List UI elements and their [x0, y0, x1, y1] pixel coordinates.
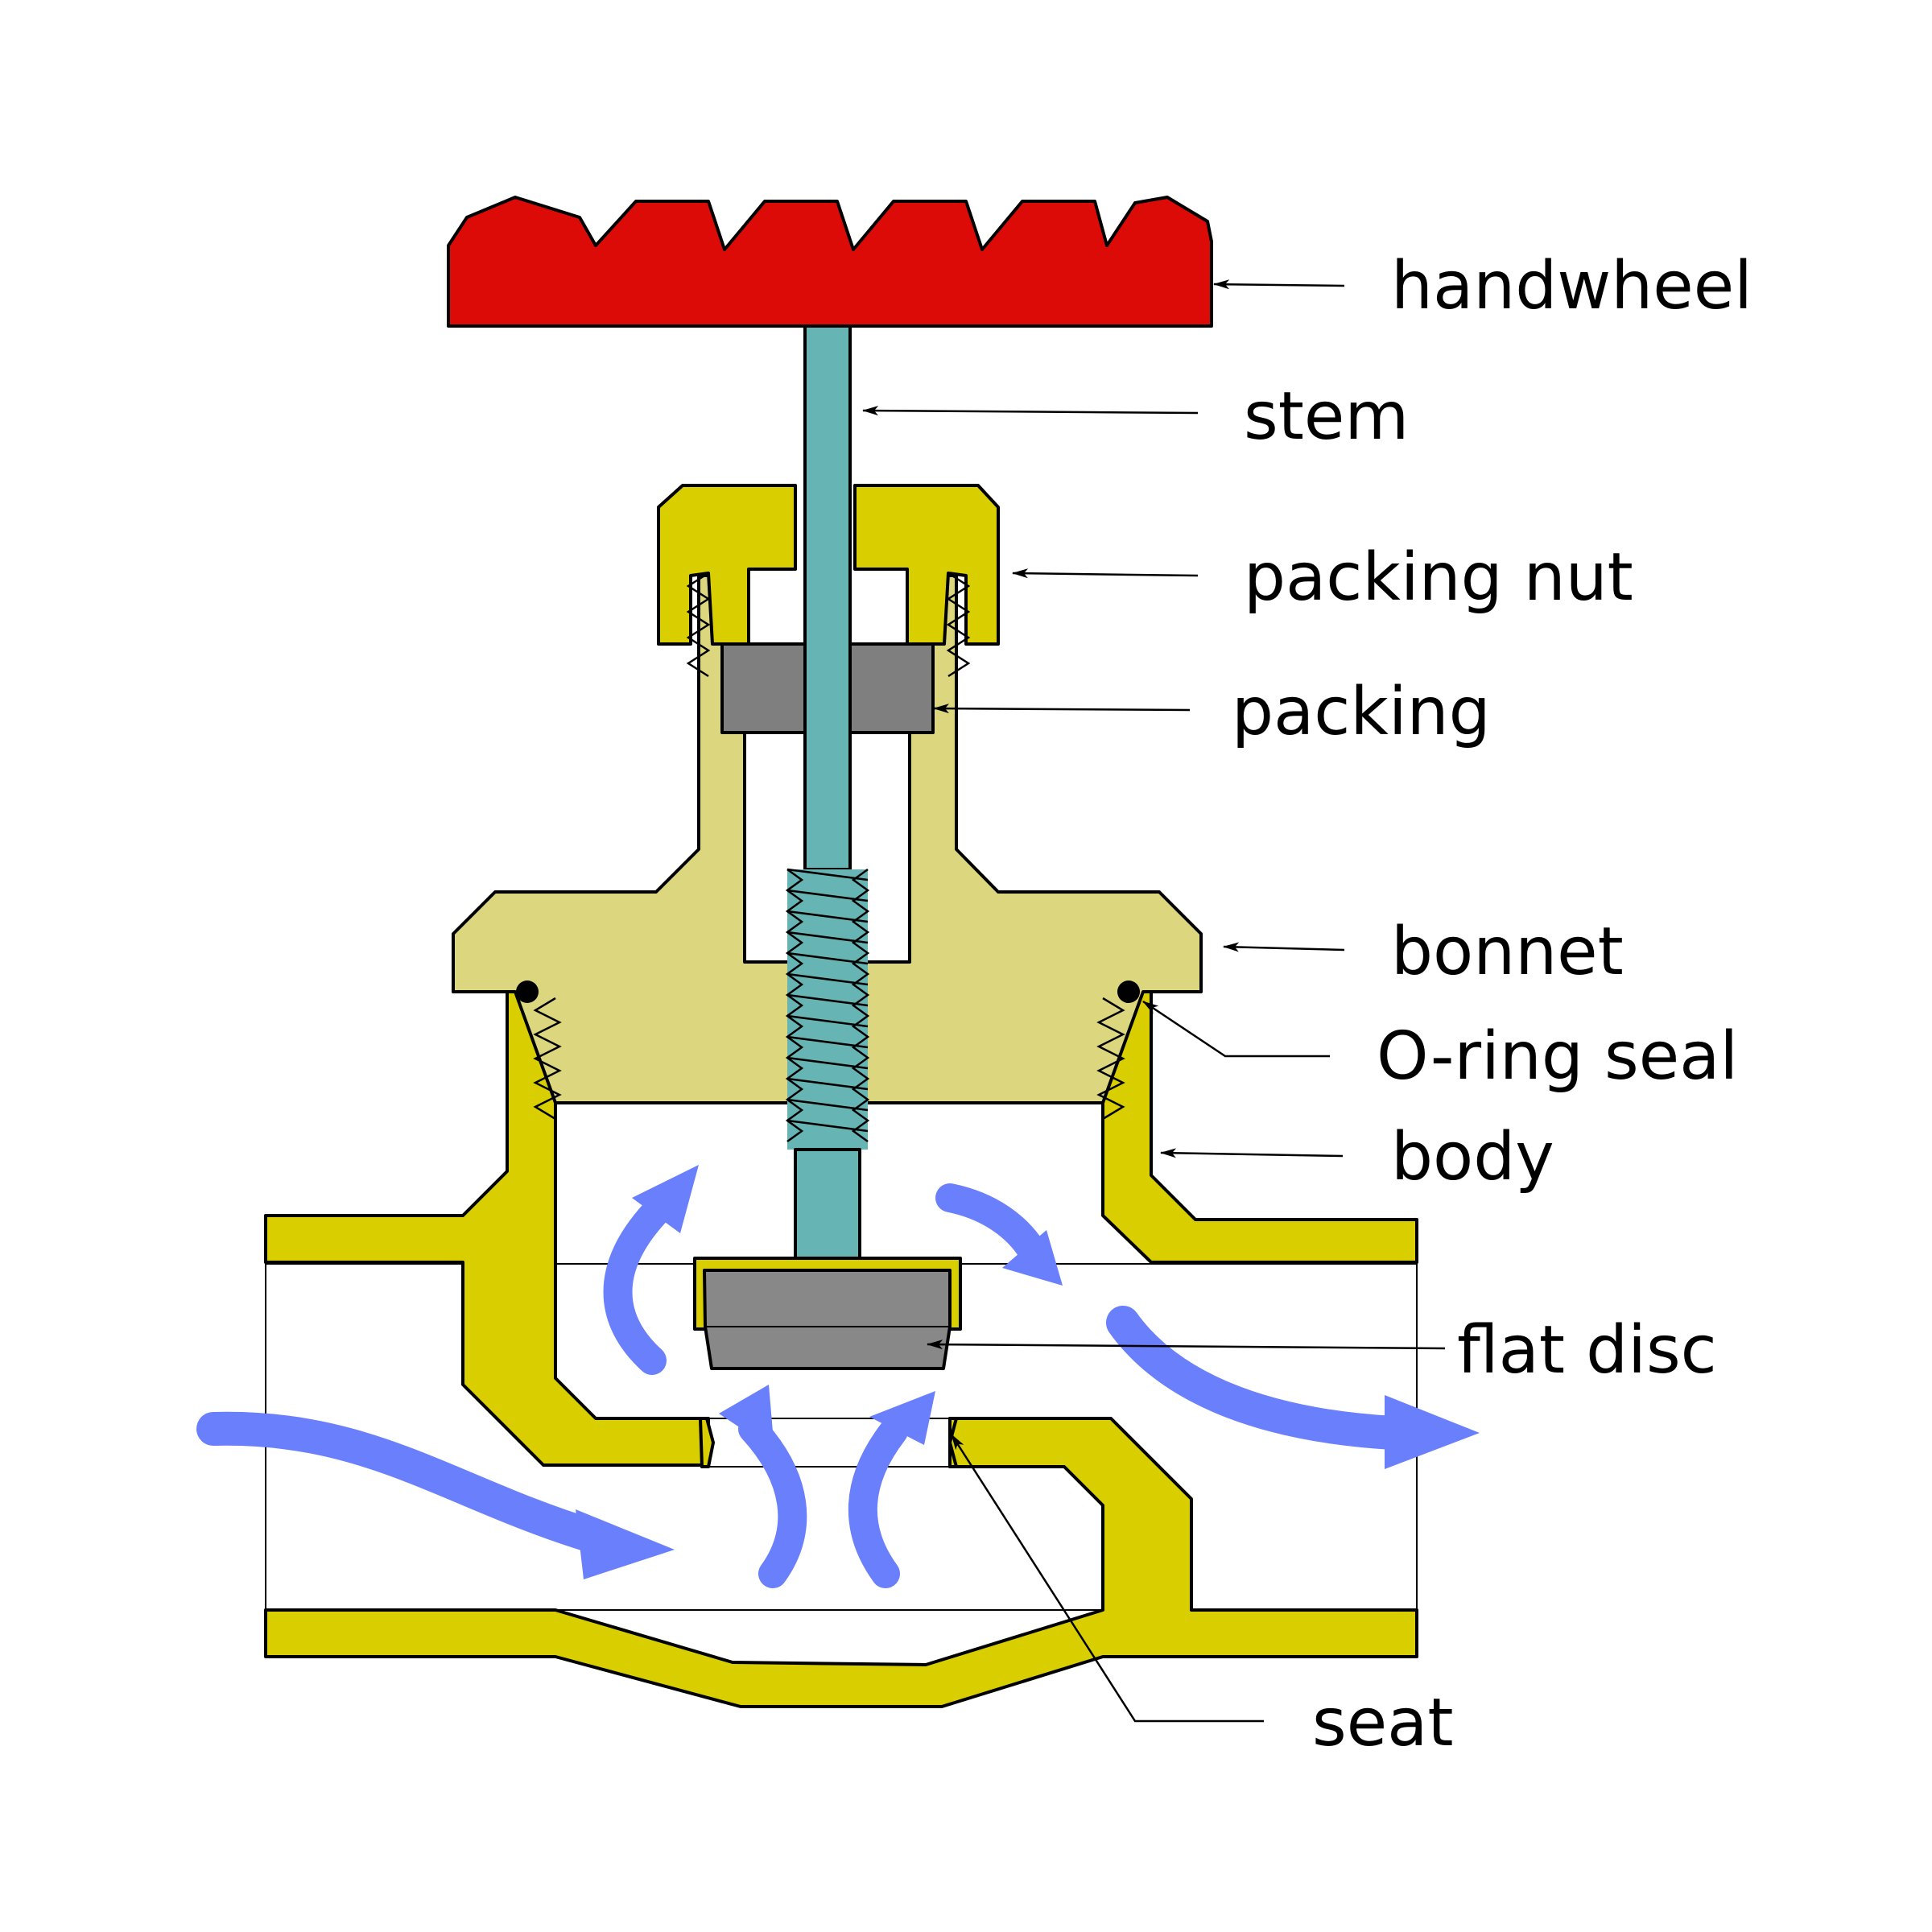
stem-thread-line: [786, 868, 869, 881]
stem-upper: [803, 320, 852, 871]
stem-thread-line: [786, 1119, 869, 1133]
leader-body: [1160, 1148, 1344, 1158]
label-packing: packing: [1232, 674, 1491, 750]
flow-arrow-left-up-head: [632, 1165, 699, 1233]
leader-flat-disc: [927, 1340, 1446, 1350]
bonnet-thread-left: [533, 997, 562, 1121]
leader-stem: [862, 406, 1199, 416]
flow-arrow-up-1-head: [719, 1385, 774, 1451]
leader-seat: [950, 1434, 1264, 1723]
leader-packing: [933, 704, 1191, 714]
flow-arrow-right-down: [935, 1183, 1047, 1266]
leader-handwheel: [1213, 279, 1345, 290]
flow-arrow-up-1: [738, 1414, 807, 1588]
nut-thread-left: [686, 572, 711, 678]
seat-lip-right: [948, 1417, 958, 1468]
stem: [785, 320, 870, 1260]
label-flat-disc: flat disc: [1457, 1312, 1717, 1389]
bonnet: [452, 574, 1203, 1121]
label-bonnet: bonnet: [1391, 914, 1624, 990]
stem-thread-line: [786, 972, 869, 986]
body-partition: [264, 1417, 1418, 1708]
stem-thread-line: [786, 1098, 869, 1112]
stem-thread-line: [786, 1056, 869, 1070]
flow-arrow-up-2-head: [869, 1391, 935, 1445]
stem-thread-line: [786, 1035, 869, 1049]
label-seat: seat: [1312, 1685, 1454, 1761]
flow-arrow-inlet: [196, 1411, 609, 1553]
flow-arrow-inlet-head: [576, 1509, 675, 1579]
flat-disc: [693, 1257, 962, 1370]
flow-arrows: [196, 1165, 1480, 1588]
stem-thread-line: [786, 993, 869, 1007]
o-ring-left: [516, 980, 539, 1003]
stem-thread-line: [786, 952, 869, 965]
label-o-ring-seal: O-ring seal: [1377, 1018, 1738, 1095]
nut-thread-right: [946, 572, 971, 678]
packing-nut: [657, 484, 1000, 678]
stem-thread-line: [786, 1077, 869, 1091]
leader-packing-nut: [1012, 568, 1199, 579]
flow-arrow-outlet-head: [1385, 1395, 1480, 1469]
flow-arrow-right-down-head: [1002, 1230, 1063, 1286]
bonnet-thread-right: [1096, 997, 1125, 1121]
leader-lines: [862, 279, 1446, 1723]
handwheel: [447, 196, 1213, 328]
packing-nut-left: [657, 484, 797, 646]
leader-o-ring-seal: [1142, 1000, 1330, 1058]
stem-thread-line: [786, 1014, 869, 1028]
label-packing-nut: packing nut: [1244, 539, 1633, 616]
flow-arrow-left-up: [603, 1197, 671, 1375]
disc: [703, 1269, 952, 1370]
stem-thread: [785, 868, 870, 1150]
o-ring-right: [1117, 980, 1140, 1003]
flow-arrow-outlet: [1106, 1306, 1410, 1450]
stem-thread-line: [786, 889, 869, 902]
stem-thread-line: [786, 910, 869, 923]
leader-bonnet: [1223, 942, 1345, 952]
stem-thread-line: [786, 931, 869, 944]
flow-arrow-up-2: [848, 1417, 908, 1588]
seat-lip-left: [699, 1417, 715, 1468]
body-left-wall: [264, 989, 710, 1467]
label-handwheel: handwheel: [1391, 248, 1752, 324]
bonnet-shape: [452, 574, 1203, 1104]
body-right-wall: [1101, 989, 1418, 1264]
labels: handwheel stem packing nut packing bonne…: [1232, 248, 1752, 1761]
label-body: body: [1391, 1119, 1554, 1195]
label-stem: stem: [1244, 378, 1409, 455]
packing-nut-right: [853, 484, 1000, 646]
stem-lower: [794, 1148, 861, 1260]
